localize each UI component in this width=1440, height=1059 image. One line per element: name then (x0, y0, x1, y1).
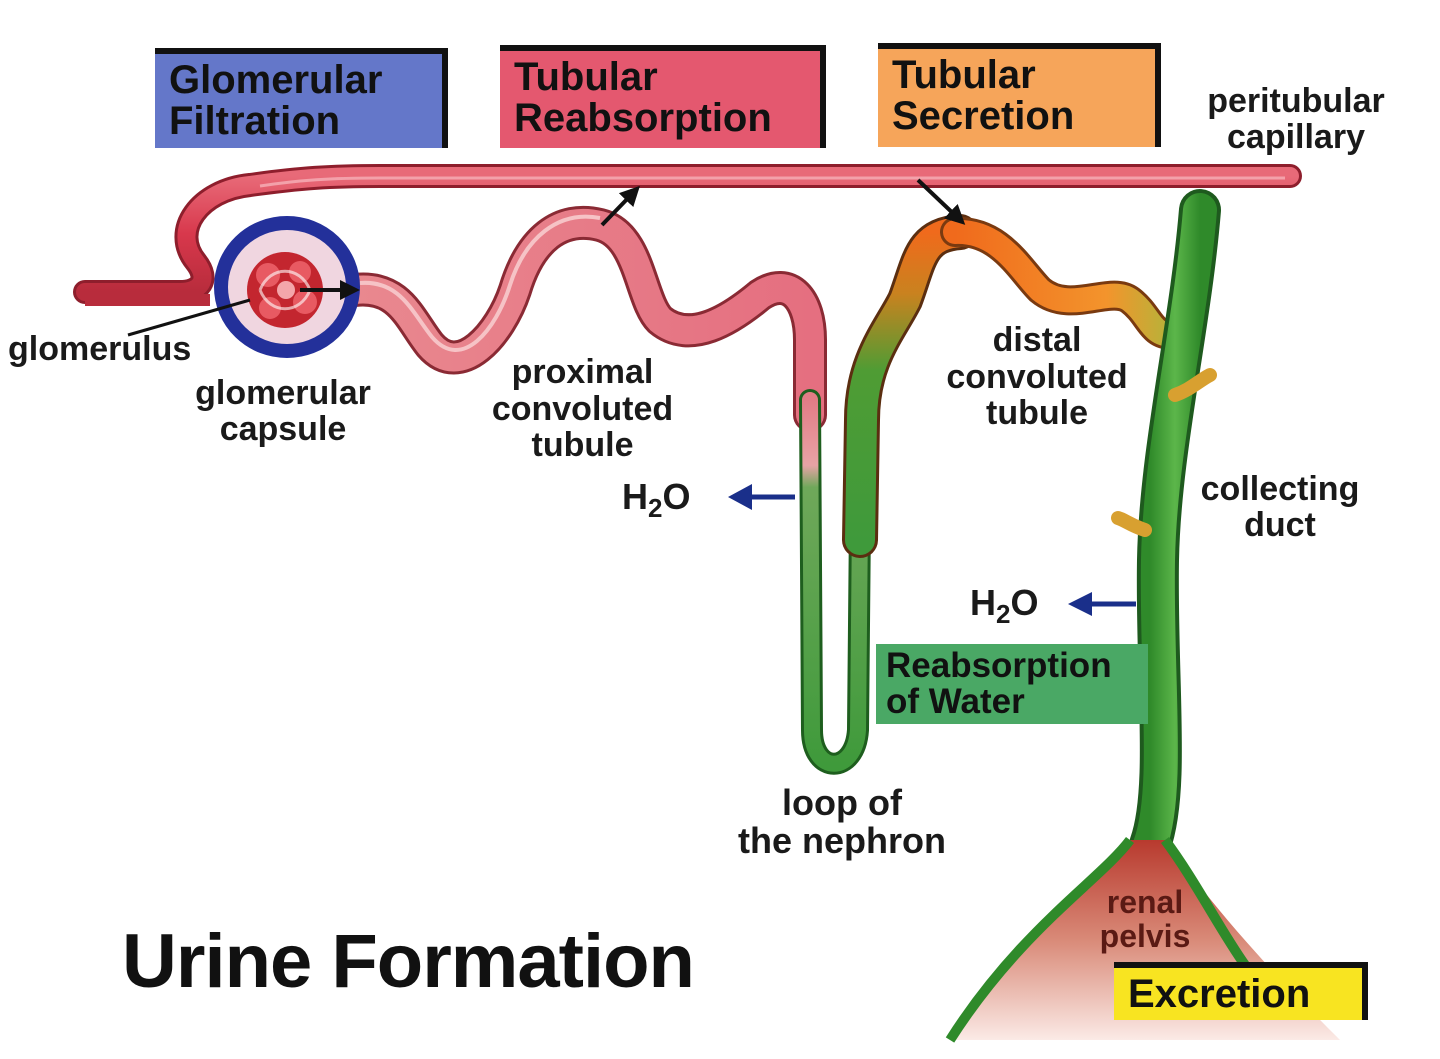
water-label-loop-sub: 2 (648, 493, 663, 523)
loop-label-line2: the nephron (738, 819, 946, 861)
water-arrow-loop (728, 484, 795, 510)
water-label-duct: H2O (970, 584, 1038, 628)
proximal-convoluted-tubule-label: proximal convoluted tubule (470, 354, 695, 464)
collecting-duct-label: collecting duct (1182, 470, 1378, 544)
reabsorption-of-water-line1: Reabsorption (886, 646, 1112, 685)
tubular-secretion-line1: Tubular (892, 53, 1036, 97)
tubular-secretion-box: Tubular Secretion (878, 43, 1161, 147)
renal-pelvis-label: renal pelvis (1080, 884, 1210, 954)
pct-label-line3: tubule (531, 426, 634, 465)
water-label-duct-o: O (1010, 582, 1039, 623)
renal-pelvis-line1: renal (1106, 884, 1184, 920)
glomerulus (247, 252, 323, 328)
tubular-reabsorption-line2: Reabsorption (514, 95, 772, 140)
reabsorption-of-water-line2: of Water (886, 681, 1025, 721)
distal-convoluted-tubule (940, 217, 1187, 350)
capsule-label-line2: capsule (219, 409, 347, 448)
peritubular-label-line2: capillary (1227, 117, 1365, 156)
collecting-duct-line1: collecting (1200, 470, 1360, 508)
peritubular-label-line1: peritubular (1207, 82, 1385, 120)
tubular-reabsorption-line1: Tubular (514, 55, 658, 99)
excretion-label: Excretion (1128, 972, 1311, 1016)
water-label-duct-h: H (970, 582, 996, 623)
secretion-arrow (916, 178, 966, 225)
water-label-duct-sub: 2 (996, 599, 1011, 629)
collecting-duct-line2: duct (1244, 505, 1316, 544)
diagram-title: Urine Formation (122, 919, 695, 1004)
excretion-box: Excretion (1114, 962, 1368, 1020)
water-label-loop-h: H (622, 476, 648, 517)
peritubular-capillary (73, 164, 1302, 306)
pct-label-line2: convoluted (491, 389, 674, 428)
renal-pelvis-line2: pelvis (1099, 917, 1191, 954)
tubular-reabsorption-box: Tubular Reabsorption (500, 45, 826, 148)
water-label-loop-o: O (662, 476, 691, 517)
loop-of-the-nephron-label: loop of the nephron (722, 784, 962, 860)
glomerular-filtration-line1: Glomerular (169, 58, 383, 102)
glomerular-capsule-label: glomerular capsule (178, 374, 388, 448)
loop-of-the-nephron (799, 214, 978, 775)
water-label-loop: H2O (622, 478, 690, 522)
distal-convoluted-tubule-label: distal convoluted tubule (928, 322, 1146, 432)
glomerular-filtration-line2: Filtration (169, 98, 341, 143)
glomerulus-pointer (127, 298, 251, 337)
dct-label-line1: distal (992, 321, 1082, 359)
glomerulus-label-text: glomerulus (8, 330, 192, 368)
pct-label-line1: proximal (511, 353, 654, 391)
collecting-duct (1111, 189, 1221, 866)
capsule-label-line1: glomerular (195, 374, 371, 412)
loop-label-line1: loop of (782, 782, 902, 823)
tubular-secretion-line2: Secretion (892, 93, 1075, 138)
reabsorption-of-water-box: Reabsorption of Water (876, 644, 1148, 724)
glomerulus-label: glomerulus (8, 330, 192, 368)
peritubular-capillary-label: peritubular capillary (1186, 82, 1406, 156)
reabsorption-arrow (600, 185, 640, 227)
water-arrow-duct (1068, 592, 1136, 616)
glomerular-filtration-box: Glomerular Filtration (155, 48, 448, 148)
dct-label-line2: convoluted (946, 357, 1128, 396)
proximal-convoluted-tubule (338, 205, 827, 432)
dct-label-line3: tubule (986, 394, 1088, 433)
